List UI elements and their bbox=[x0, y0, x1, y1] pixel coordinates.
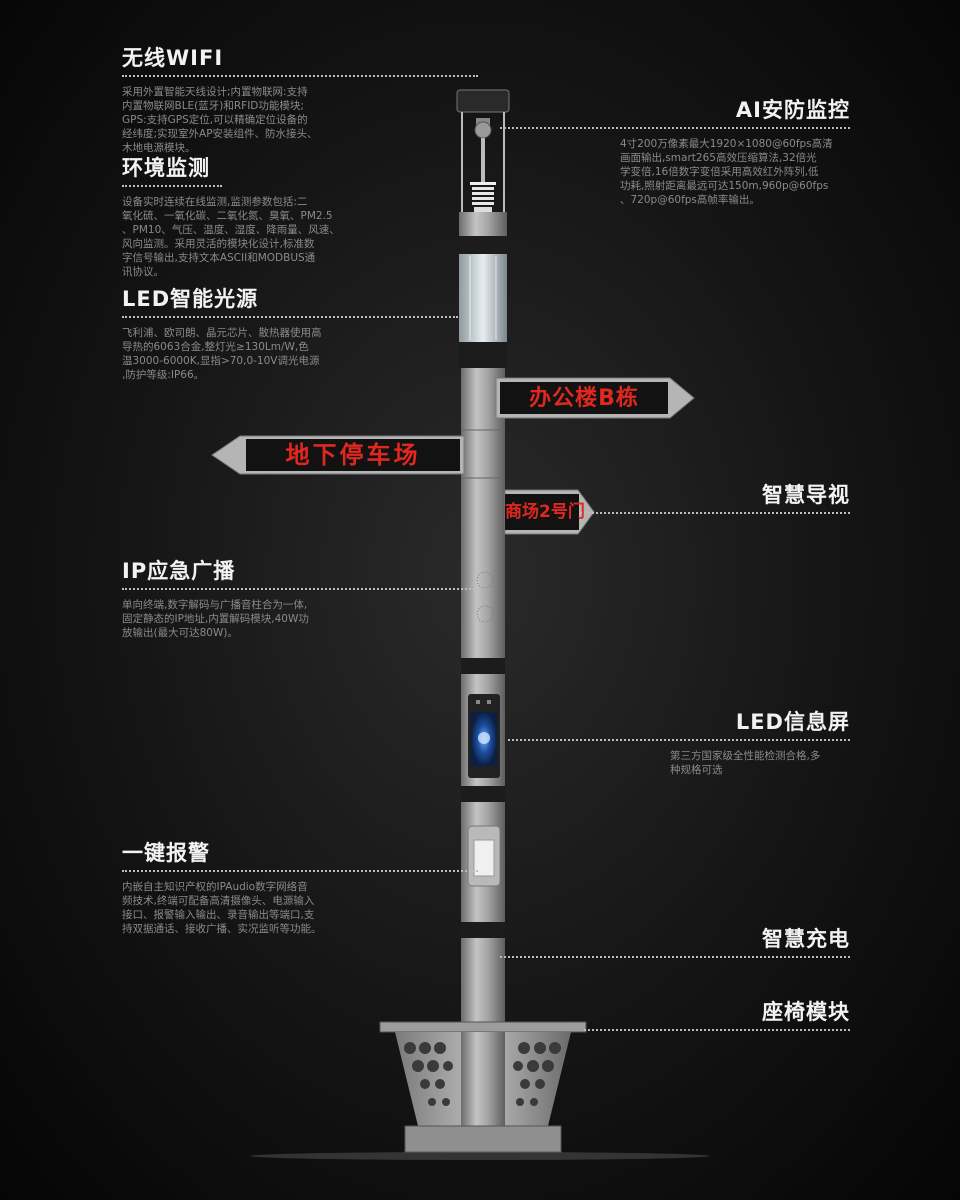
sign-right-top bbox=[495, 377, 695, 419]
dotted-divider bbox=[500, 127, 850, 129]
feature-title: 环境监测 bbox=[122, 156, 210, 180]
feature-desc: 内嵌自主知识产权的IPAudio数字网络音 频技术,终端可配备高清摄像头、电源输… bbox=[122, 881, 322, 935]
feature-desc: 第三方国家级全性能检测合格,多 种规格可选 bbox=[670, 750, 821, 776]
feature-led-light: LED智能光源 飞利浦、欧司朗、晶元芯片、散热器使用高 导热的6063合金,整灯… bbox=[122, 286, 458, 382]
dotted-divider bbox=[122, 185, 222, 187]
feature-desc: 飞利浦、欧司朗、晶元芯片、散热器使用高 导热的6063合金,整灯光≥130Lm/… bbox=[122, 327, 322, 381]
feature-desc: 采用外置智能天线设计;内置物联网:支持 内置物联网BLE(蓝牙)和RFID功能模… bbox=[122, 86, 318, 154]
feature-title: IP应急广播 bbox=[122, 559, 236, 583]
feature-title: LED智能光源 bbox=[122, 287, 259, 311]
feature-led-screen: LED信息屏 第三方国家级全性能检测合格,多 种规格可选 bbox=[508, 709, 850, 777]
camera-frame bbox=[456, 89, 510, 212]
seat-base bbox=[395, 1032, 571, 1153]
dotted-divider bbox=[580, 512, 850, 514]
feature-title: 智慧导视 bbox=[762, 483, 850, 507]
dotted-divider bbox=[122, 870, 478, 872]
feature-title: 智慧充电 bbox=[762, 927, 850, 951]
feature-title: 座椅模块 bbox=[762, 1000, 850, 1024]
feature-title: 一键报警 bbox=[122, 841, 210, 865]
env-sensor bbox=[470, 182, 496, 215]
feature-alarm: 一键报警 内嵌自主知识产权的IPAudio数字网络音 频技术,终端可配备高清摄像… bbox=[122, 840, 478, 936]
sign-left-text: 地下停车场 bbox=[285, 441, 421, 469]
dotted-divider bbox=[584, 1029, 850, 1031]
feature-env: 环境监测 设备实时连续在线监测,监测参数包括:二 氧化硫、一氧化碳、二氧化氮、臭… bbox=[122, 155, 462, 279]
sign-left bbox=[211, 435, 465, 475]
feature-charge: 智慧充电 bbox=[500, 926, 850, 958]
dotted-divider bbox=[122, 75, 478, 77]
sign-right-top-text: 办公楼B栋 bbox=[529, 386, 639, 411]
dotted-divider bbox=[122, 316, 458, 318]
dotted-divider bbox=[500, 956, 850, 958]
feature-broadcast: IP应急广播 单向终端,数字解码与广播音柱合为一体, 固定静态的IP地址,内置解… bbox=[122, 558, 478, 640]
feature-title: LED信息屏 bbox=[735, 710, 850, 734]
led-info-screen bbox=[468, 694, 500, 778]
feature-wifi: 无线WIFI 采用外置智能天线设计;内置物联网:支持 内置物联网BLE(蓝牙)和… bbox=[122, 45, 478, 155]
dotted-divider bbox=[122, 588, 478, 590]
ground-shadow bbox=[250, 1152, 710, 1160]
dotted-divider bbox=[508, 739, 850, 741]
feature-title: AI安防监控 bbox=[735, 98, 850, 122]
feature-guide: 智慧导视 bbox=[580, 482, 850, 514]
sign-right-bottom bbox=[504, 489, 595, 535]
sign-right-bottom-text: 商场2号门 bbox=[505, 502, 585, 522]
feature-title: 无线WIFI bbox=[122, 46, 224, 70]
speaker-grille bbox=[476, 571, 494, 623]
feature-desc: 4寸200万像素最大1920×1080@60fps高清 画面输出,smart26… bbox=[620, 138, 833, 206]
feature-desc: 设备实时连续在线监测,监测参数包括:二 氧化硫、一氧化碳、二氧化氮、臭氧、PM2… bbox=[122, 196, 340, 278]
feature-ai: AI安防监控 4寸200万像素最大1920×1080@60fps高清 画面输出,… bbox=[500, 97, 850, 207]
feature-desc: 单向终端,数字解码与广播音柱合为一体, 固定静态的IP地址,内置解码模块,40W… bbox=[122, 599, 309, 639]
feature-seat: 座椅模块 bbox=[584, 999, 850, 1031]
